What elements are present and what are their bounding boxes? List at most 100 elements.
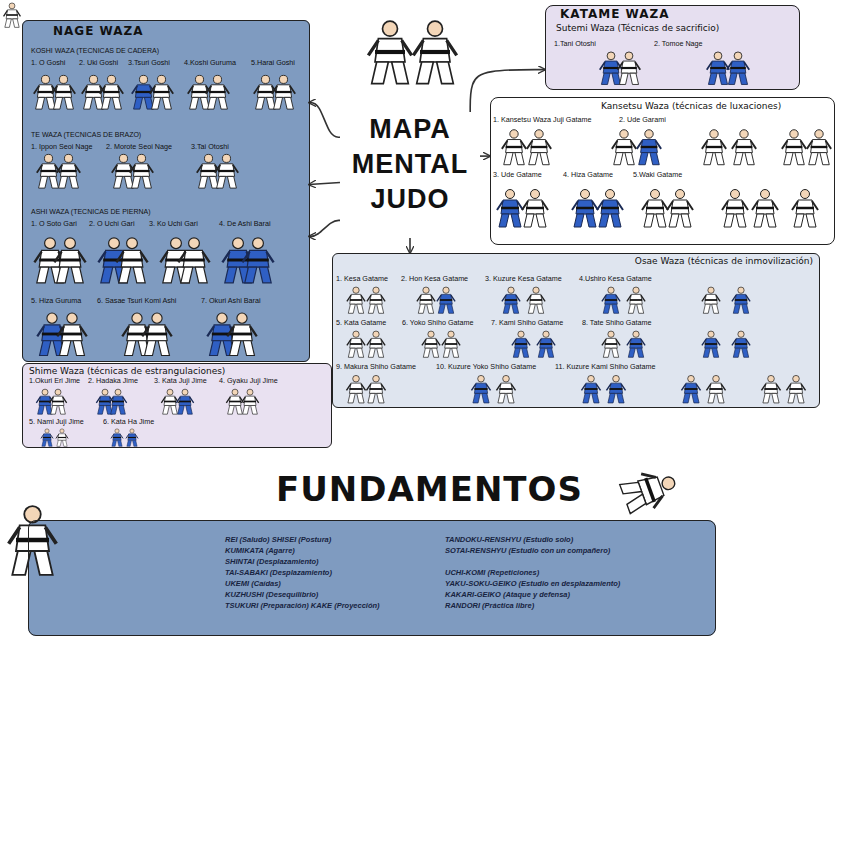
judoka-figure xyxy=(681,375,700,403)
judoka-figure xyxy=(96,389,113,414)
technique-label: 6. Kata Ha Jime xyxy=(103,418,154,427)
judoka-figure xyxy=(597,190,623,228)
judoka-figure xyxy=(786,375,805,403)
judoka-figure xyxy=(471,375,490,403)
judoka-figure xyxy=(727,52,750,85)
judoka-figure xyxy=(602,287,620,313)
judoka-figure xyxy=(618,52,641,85)
judoka-figure xyxy=(130,154,153,188)
judoka-figure xyxy=(732,331,750,357)
judoka-figure xyxy=(502,130,526,165)
technique-panel: Kansetsu Waza (técnicas de luxaciones) 1.… xyxy=(490,97,835,245)
fundamento-item: UKEMI (Caídas) xyxy=(225,579,281,588)
judoka-figure xyxy=(496,375,515,403)
technique-label: 4.Ushiro Kesa Gatame xyxy=(579,275,652,284)
fundamento-item: SOTAI-RENSHYU (Estudio con un compañero) xyxy=(445,546,610,555)
fundamento-item: REI (Saludo) SHISEI (Postura) xyxy=(225,535,331,544)
fundamento-item: YAKU-SOKU-GEIKO (Estudio en desplazamien… xyxy=(445,579,620,588)
judoka-figure xyxy=(347,331,365,357)
judoka-figure xyxy=(41,429,53,447)
technique-group: ASHI WAZA (TECNICAS DE PIERNA)1. O Soto … xyxy=(27,206,309,358)
fundamento-item: KAKARI-GEIKO (Ataque y defensa) xyxy=(445,590,570,599)
judoka-figure xyxy=(242,238,273,283)
judoka-figure xyxy=(667,190,693,228)
judoka-figure xyxy=(437,287,455,313)
shime-ground xyxy=(22,363,332,448)
judoka-figures xyxy=(4,3,832,575)
kansetsu-ground xyxy=(490,97,835,245)
technique-label: 3. Ude Gatame xyxy=(493,171,542,180)
technique-label: 2. Ude Garami xyxy=(619,116,666,125)
judoka-figure xyxy=(178,238,209,283)
section-heading: KOSHI WAZA (TECNICAS DE CADERA) xyxy=(31,47,159,55)
judoka-figure xyxy=(413,21,456,83)
technique-label: 5. Nami Juji Jime xyxy=(29,418,84,427)
judoka-figure xyxy=(206,75,229,109)
technique-label: 3. Kuzure Kesa Gatame xyxy=(485,275,562,284)
technique-label: 1. Kansetsu Waza Juji Gatame xyxy=(493,116,591,125)
judoka-figure xyxy=(782,130,806,165)
judoka-figure xyxy=(161,389,178,414)
panel-heading: Kansetsu Waza (técnicas de luxaciones) xyxy=(601,101,781,112)
katame-ground xyxy=(545,5,800,90)
technique-label: 2. Morote Seoi Nage xyxy=(106,143,172,152)
judoka-figure xyxy=(215,154,238,188)
mind-map-arrow xyxy=(309,183,340,185)
judoka-figure xyxy=(49,389,66,414)
kneeling-judoka xyxy=(619,464,681,516)
judoka-figure xyxy=(581,375,600,403)
technique-label: 10. Kuzure Yoko Shiho Gatame xyxy=(436,363,536,372)
technique-label: 3. Kata Juji Jime xyxy=(154,377,207,386)
judoka-figure xyxy=(116,238,147,283)
central-topic: MAPA MENTAL JUDO xyxy=(340,112,480,238)
panel-title: FUNDAMENTOS xyxy=(276,469,583,510)
judoka-figure xyxy=(722,190,748,228)
technique-label: 4.Koshi Guruma xyxy=(184,59,236,68)
technique-label: 1. O Goshi xyxy=(31,59,65,68)
technique-label: 3.Tai Otoshi xyxy=(191,143,229,152)
judoka-figure xyxy=(642,190,668,228)
fundamento-item: RANDORI (Práctica libre) xyxy=(445,601,534,610)
technique-label: 2. O Uchi Gari xyxy=(89,220,135,229)
judoka-figure xyxy=(702,130,726,165)
judoka-figure xyxy=(176,389,193,414)
mind-map-arrow xyxy=(309,103,340,138)
judoka-figure xyxy=(637,130,661,165)
technique-label: 5. Kata Gatame xyxy=(336,319,386,328)
judoka-figure xyxy=(707,52,730,85)
osae-ground xyxy=(332,253,820,408)
mind-map-arrow xyxy=(480,155,490,157)
section-heading: TE WAZA (TECNICAS DE BRAZO) xyxy=(31,131,141,139)
technique-panel: FUNDAMENTOSREI (Saludo) SHISEI (Postura)… xyxy=(28,520,716,636)
panel-title: NAGE WAZA xyxy=(53,24,144,38)
judoka-figure xyxy=(606,375,625,403)
fundamento-item: KUMIKATA (Agarre) xyxy=(225,546,295,555)
judoka-figure xyxy=(241,389,258,414)
technique-label: 6. Yoko Shiho Gatame xyxy=(402,319,474,328)
judoka-figure xyxy=(57,313,86,356)
judoka-figure xyxy=(702,331,720,357)
technique-panel: Shime Waza (técnicas de estrangulaciones… xyxy=(22,363,332,448)
mind-map-arrow xyxy=(409,238,411,253)
technique-label: 2. Uki Goshi xyxy=(79,59,118,68)
judoka-figure xyxy=(36,389,53,414)
judoka-figure xyxy=(512,331,530,357)
judoka-figure xyxy=(442,331,460,357)
judoka-figure xyxy=(272,75,295,109)
judoka-figure xyxy=(111,429,123,447)
technique-label: 1. Kesa Gatame xyxy=(336,275,388,284)
technique-label: 1. Ippon Seoi Nage xyxy=(31,143,93,152)
technique-panel: NAGE WAZA KOSHI WAZA (TECNICAS DE CADERA)… xyxy=(22,20,310,362)
panel-grounds xyxy=(22,5,835,636)
judoka-figure xyxy=(142,313,171,356)
technique-label: 2. Hon Kesa Gatame xyxy=(401,275,468,284)
judoka-figure xyxy=(572,190,598,228)
judoka-figure xyxy=(100,75,123,109)
fundamento-item: TANDOKU-RENSHYU (Estudio solo) xyxy=(445,535,573,544)
judoka-figure xyxy=(227,313,256,356)
judoka-figure xyxy=(150,75,173,109)
judoka-figure xyxy=(368,21,411,83)
technique-label: 1.Tani Otoshi xyxy=(554,40,596,49)
technique-label: 5. Hiza Guruma xyxy=(31,297,81,306)
